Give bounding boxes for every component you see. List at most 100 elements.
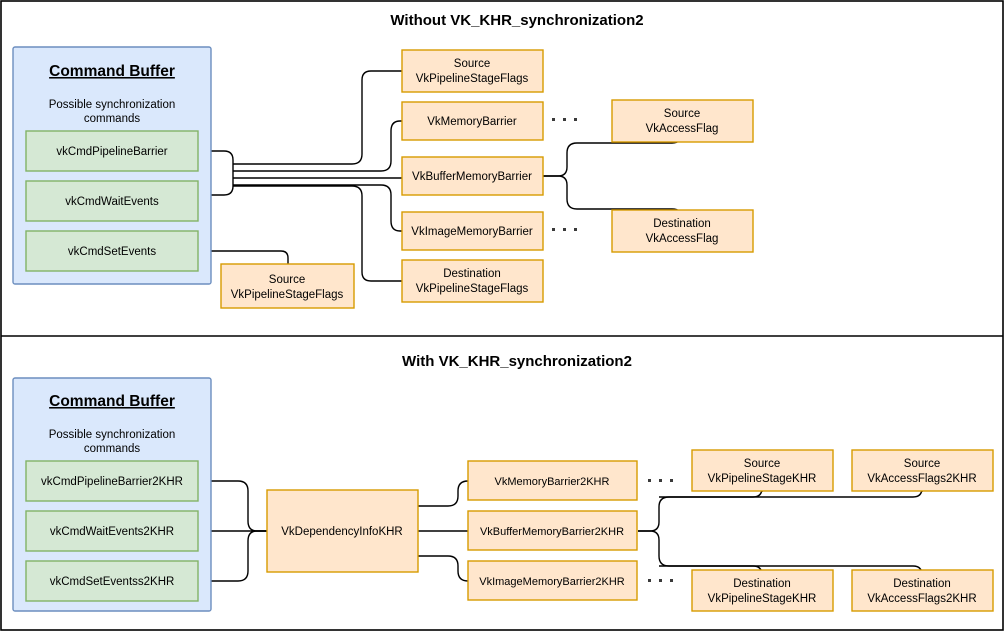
command-box[interactable] <box>25 460 199 502</box>
command-buffer-title-with: Command Buffer <box>49 393 175 410</box>
struct-vkdependencyinfokhr[interactable]: VkDependencyInfoKHR <box>266 489 419 573</box>
command-vkcmdwaitevents2khr[interactable]: vkCmdWaitEvents2KHR <box>25 510 199 552</box>
struct-label-line2: VkAccessFlags2KHR <box>867 473 976 485</box>
edge-setevents2khr-to-dependencyinfo <box>211 530 267 582</box>
command-label: vkCmdWaitEvents2KHR <box>50 526 174 538</box>
struct-box[interactable] <box>401 156 544 196</box>
struct-label-line1: VkBufferMemoryBarrier <box>412 171 532 183</box>
command-box[interactable] <box>25 230 199 272</box>
struct-box[interactable] <box>851 449 994 492</box>
command-vkcmdpipelinebarrier2khr[interactable]: vkCmdPipelineBarrier2KHR <box>25 460 199 502</box>
struct-label-line1: VkBufferMemoryBarrier2KHR <box>480 526 624 538</box>
command-buffer-subtitle-line1-without: Possible synchronization <box>49 99 176 111</box>
command-buffer-subtitle-line2-with: commands <box>84 443 140 455</box>
struct-label-line2: VkPipelineStageKHR <box>708 593 817 605</box>
struct-label-line1: Destination <box>893 578 951 590</box>
struct-source-vkpipelinestageflags[interactable]: Source VkPipelineStageFlags <box>401 49 544 93</box>
struct-label-line2: VkPipelineStageFlags <box>231 289 344 301</box>
struct-box[interactable] <box>691 569 834 612</box>
struct-source-vkaccessflags2khr[interactable]: Source VkAccessFlags2KHR <box>851 449 994 492</box>
command-label: vkCmdWaitEvents <box>65 196 159 208</box>
struct-box[interactable] <box>401 49 544 93</box>
dots-imagememorybarrier2khr <box>648 579 673 582</box>
struct-box[interactable] <box>851 569 994 612</box>
struct-destination-vkpipelinestagekhr[interactable]: Destination VkPipelineStageKHR <box>691 569 834 612</box>
panel-title-with: With VK_KHR_synchronization2 <box>402 353 632 370</box>
struct-label-line2: VkAccessFlag <box>646 233 719 245</box>
struct-box[interactable] <box>266 489 419 573</box>
struct-box[interactable] <box>691 449 834 492</box>
struct-label-line1: VkImageMemoryBarrier <box>411 226 533 238</box>
edge-bundle-to-imagememorybarrier <box>233 184 402 232</box>
struct-label-line1: Destination <box>733 578 791 590</box>
struct-label-line1: VkDependencyInfoKHR <box>281 526 402 538</box>
struct-setevents-source-vkpipelinestageflags[interactable]: VkPipelineStageFlags Source <box>220 263 355 309</box>
struct-source-vkaccessflag[interactable]: Source VkAccessFlag <box>611 99 754 143</box>
command-box[interactable] <box>25 180 199 222</box>
edge-bundle-to-dest-stage <box>233 185 402 282</box>
struct-box[interactable] <box>401 101 544 141</box>
command-vkcmdwaitevents[interactable]: vkCmdWaitEvents <box>25 180 199 222</box>
struct-destination-vkaccessflags2khr[interactable]: Destination VkAccessFlags2KHR <box>851 569 994 612</box>
struct-label-line1: VkMemoryBarrier2KHR <box>495 476 610 488</box>
edge-pipelinebarrier-waitevents-bracket <box>211 150 234 196</box>
struct-box[interactable] <box>611 99 754 143</box>
command-buffer-title-without: Command Buffer <box>49 63 175 80</box>
command-label: vkCmdSetEventss2KHR <box>50 576 175 588</box>
edge-bundle-to-memorybarrier <box>233 120 402 172</box>
dots-memorybarrier-to-source-access <box>552 118 577 121</box>
struct-vkimagememorybarrier2khr[interactable]: VkImageMemoryBarrier2KHR <box>467 560 638 601</box>
struct-destination-vkaccessflag[interactable]: Destination VkAccessFlag <box>611 209 754 253</box>
struct-vkmemorybarrier2khr[interactable]: VkMemoryBarrier2KHR <box>467 460 638 501</box>
command-vkcmdseteventss2khr[interactable]: vkCmdSetEventss2KHR <box>25 560 199 602</box>
command-label: vkCmdPipelineBarrier <box>56 146 167 158</box>
command-vkcmdpipelinebarrier[interactable]: vkCmdPipelineBarrier <box>25 130 199 172</box>
struct-label-line1: Source <box>664 108 700 120</box>
struct-label-line1: VkMemoryBarrier <box>427 116 517 128</box>
edge-setevents-to-source-stage <box>211 250 289 264</box>
struct-box[interactable] <box>611 209 754 253</box>
struct-source-vkpipelinestagekhr[interactable]: Source VkPipelineStageKHR <box>691 449 834 492</box>
struct-box[interactable] <box>467 510 638 551</box>
edge-dependencyinfo-to-imagememorybarrier2khr <box>418 555 469 582</box>
edge-dependencyinfo-to-memorybarrier2khr <box>418 480 469 507</box>
command-buffer-subtitle-line1-with: Possible synchronization <box>49 429 176 441</box>
struct-box[interactable] <box>467 460 638 501</box>
command-vkcmdsetevents[interactable]: vkCmdSetEvents <box>25 230 199 272</box>
struct-label-line1: Source <box>904 458 940 470</box>
command-box[interactable] <box>25 130 199 172</box>
edge-buffer2khr-to-dst-stage-khr <box>638 530 763 576</box>
edge-bundle-to-source-stage <box>233 70 402 165</box>
struct-label-line1: VkImageMemoryBarrier2KHR <box>479 576 625 588</box>
struct-box[interactable] <box>401 211 544 251</box>
dots-imagebarrier-to-dest-access <box>552 228 577 231</box>
struct-label-line2: VkAccessFlag <box>646 123 719 135</box>
panel-title-without: Without VK_KHR_synchronization2 <box>390 12 643 29</box>
struct-label-line1: Source <box>744 458 780 470</box>
struct-box[interactable] <box>401 259 544 303</box>
edge-buffer2khr-to-src-stage-khr <box>638 487 763 532</box>
command-buffer-subtitle-line2-without: commands <box>84 113 140 125</box>
command-label: vkCmdSetEvents <box>68 246 156 258</box>
struct-box[interactable] <box>220 263 355 309</box>
edge-pipelinebarrier2khr-to-dependencyinfo <box>211 480 267 532</box>
command-box[interactable] <box>25 560 199 602</box>
struct-label-line1: Source <box>269 274 305 286</box>
dots-memorybarrier2khr <box>648 479 673 482</box>
struct-label-line2: VkPipelineStageFlags <box>416 283 529 295</box>
struct-box[interactable] <box>467 560 638 601</box>
struct-label-line2: VkAccessFlags2KHR <box>867 593 976 605</box>
struct-vkbuffermemorybarrier2khr[interactable]: VkBufferMemoryBarrier2KHR <box>467 510 638 551</box>
struct-label-line1: Destination <box>653 218 711 230</box>
struct-destination-vkpipelinestageflags[interactable]: Destination VkPipelineStageFlags <box>401 259 544 303</box>
struct-label-line1: Source <box>454 58 490 70</box>
struct-vkbuffermemorybarrier[interactable]: VkBufferMemoryBarrier <box>401 156 544 196</box>
struct-vkimagememorybarrier[interactable]: VkImageMemoryBarrier <box>401 211 544 251</box>
struct-vkmemorybarrier[interactable]: VkMemoryBarrier <box>401 101 544 141</box>
command-label: vkCmdPipelineBarrier2KHR <box>41 476 183 488</box>
command-box[interactable] <box>25 510 199 552</box>
struct-label-line2: VkPipelineStageKHR <box>708 473 817 485</box>
